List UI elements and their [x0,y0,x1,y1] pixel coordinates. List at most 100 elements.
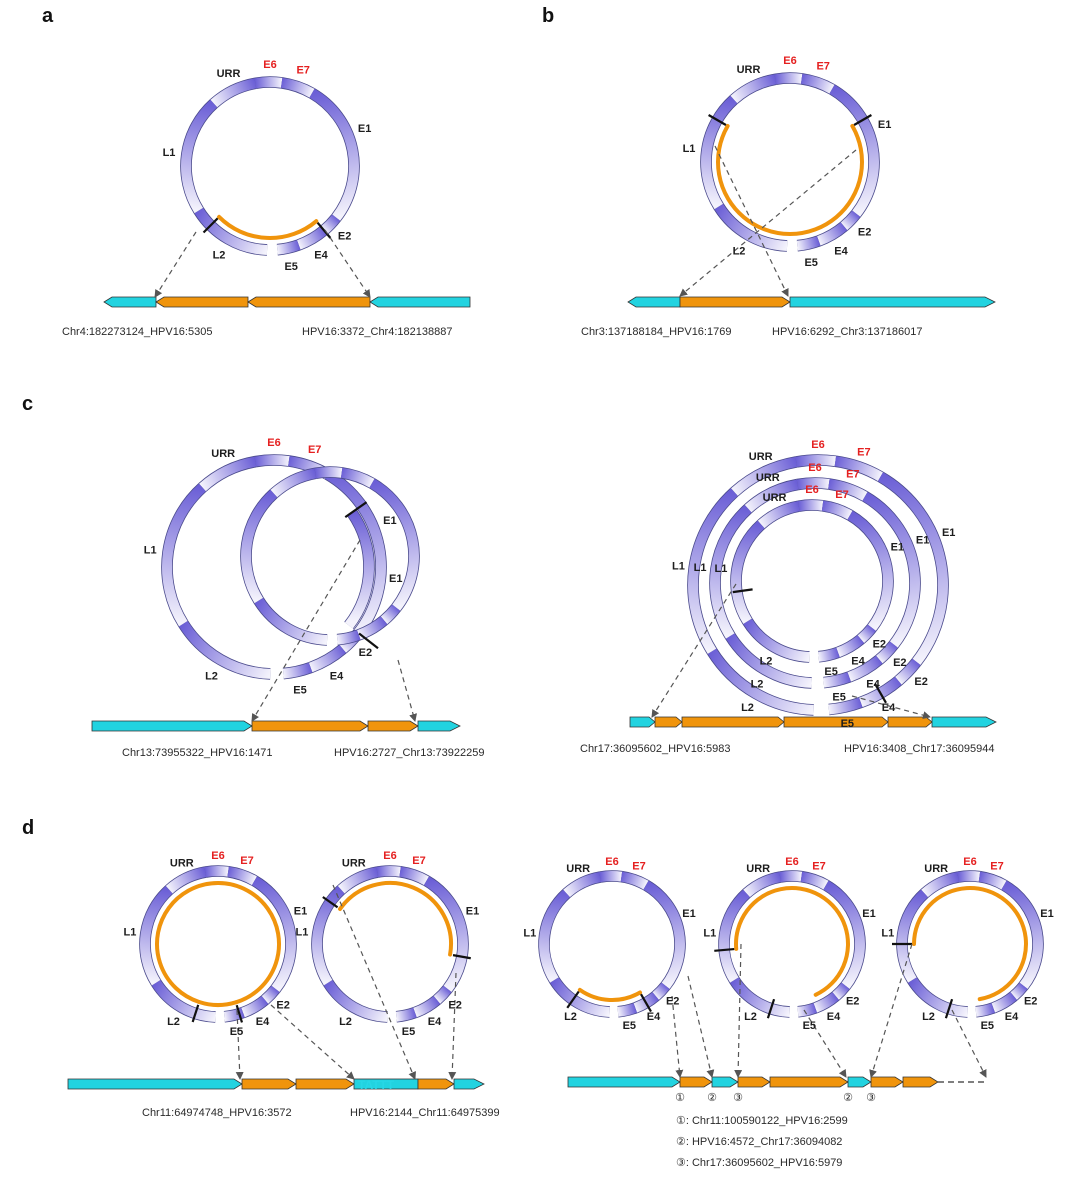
gene-label-l1: L1 [694,562,707,574]
genome-segment [309,88,359,221]
genome-segment [847,510,893,631]
breakpoint-tick [853,114,872,126]
genome-segment [818,647,840,662]
gene-label-urr: URR [170,858,194,870]
genome-segment [165,867,207,894]
human-segment [711,1076,739,1088]
gene-label-e4: E4 [256,1016,270,1028]
junction-link [332,884,416,1080]
junction-link [154,231,197,298]
hpv-segment [737,1076,771,1088]
genome-segment [731,520,765,624]
genome-segment [730,74,777,104]
genome-segment [813,992,839,1013]
breakpoint-tick [714,947,735,952]
genome-segment [324,470,386,636]
genome-segment [823,672,851,688]
genome-segment [308,645,346,673]
gene-label-l2: L2 [751,679,764,691]
junction-link [714,145,789,297]
gene-label-e7: E7 [835,489,848,501]
gene-label-l2: L2 [564,1011,577,1023]
genome-segment [757,501,800,529]
junction-link [687,975,715,1078]
breakpoint-tick [640,993,652,1013]
genome-segment [707,648,814,715]
junction-link [851,695,931,720]
hpv-integrated-region [577,987,642,1002]
gene-label-e1: E1 [294,906,307,918]
genome-segment [897,889,928,983]
gene-label-e5: E5 [803,1020,816,1032]
genome-segment [162,483,206,627]
genome-segment [744,479,799,513]
breakpoint-tick [235,1004,244,1023]
genome-segment [795,455,837,467]
genome-segment [261,985,280,1004]
gene-label-e5: E5 [981,1020,994,1032]
genome-segment [395,1007,417,1022]
genome-segment [730,977,790,1017]
junction-caption-a-left: Chr4:182273124_HPV16:5305 [62,326,212,338]
hpv-segment [679,296,791,308]
genome-segment [816,222,848,246]
junction-link [324,229,371,298]
genome-segment [797,1003,817,1017]
junction-caption-d1-left: Chr11:64974748_HPV16:3572 [142,1107,292,1119]
hpv-integrated-region [338,881,453,957]
genome-segment [280,77,315,98]
gene-label-e1: E1 [916,535,929,547]
gene-label-urr: URR [749,451,773,463]
panel-label-a: a [42,5,54,27]
genome-segment [550,977,610,1017]
genome-segment [828,697,863,715]
gene-label-urr: URR [737,64,761,76]
gene-label-e7: E7 [308,444,321,456]
gene-label-e5: E5 [284,261,297,273]
genome-segment [204,866,229,878]
genome-segment [821,500,853,520]
gene-label-l1: L1 [672,560,685,572]
hpv-segment [241,1078,297,1090]
gene-label-l2: L2 [339,1016,352,1028]
genome-segment [862,492,920,648]
genome-segment [800,73,835,94]
gene-label-e6: E6 [383,850,396,862]
human-segment [103,296,157,308]
junction-caption-b-left: Chr3:137188184_HPV16:1769 [581,326,731,338]
hpv-integrated-region [734,886,850,997]
gene-label-e6: E6 [211,850,224,862]
breakpoint-tick [316,221,332,239]
gene-label-l2: L2 [922,1011,935,1023]
gene-label-e1: E1 [878,119,891,131]
gene-label-e7: E7 [632,861,645,873]
junction-list-item-3: ③: Chr17:36095602_HPV16:5979 [676,1157,842,1169]
hpv-segment [887,716,933,728]
junction-link [671,995,684,1078]
genome-segment [433,985,452,1004]
gene-label-l2: L2 [167,1016,180,1028]
human-segment [629,716,656,728]
junction-link [869,943,913,1078]
genome-segment [251,876,296,993]
breakpoint-tick [566,990,580,1009]
junction-marker: ③ [866,1092,876,1104]
panel-label-d: d [22,817,34,839]
genome-segment [688,488,738,654]
gene-label-e6: E6 [805,484,818,496]
gene-label-e2: E2 [338,231,351,243]
genome-segment [714,203,788,251]
gene-label-e1: E1 [1040,908,1053,920]
genome-segment [563,872,602,898]
genome-segment [380,604,401,625]
genome-segment [847,655,883,682]
hpv-integrated-region [217,214,319,240]
junction-caption-c1-right: HPV16:2727_Chr13:73922259 [334,747,484,759]
gene-label-e2: E2 [1024,996,1037,1008]
hpv-segment [783,716,889,728]
gene-label-e4: E4 [330,670,344,682]
breakpoint-tick [708,114,727,126]
gene-label-urr: URR [211,448,235,460]
genome-segment [617,1003,637,1017]
gene-label-e5: E5 [832,692,845,704]
